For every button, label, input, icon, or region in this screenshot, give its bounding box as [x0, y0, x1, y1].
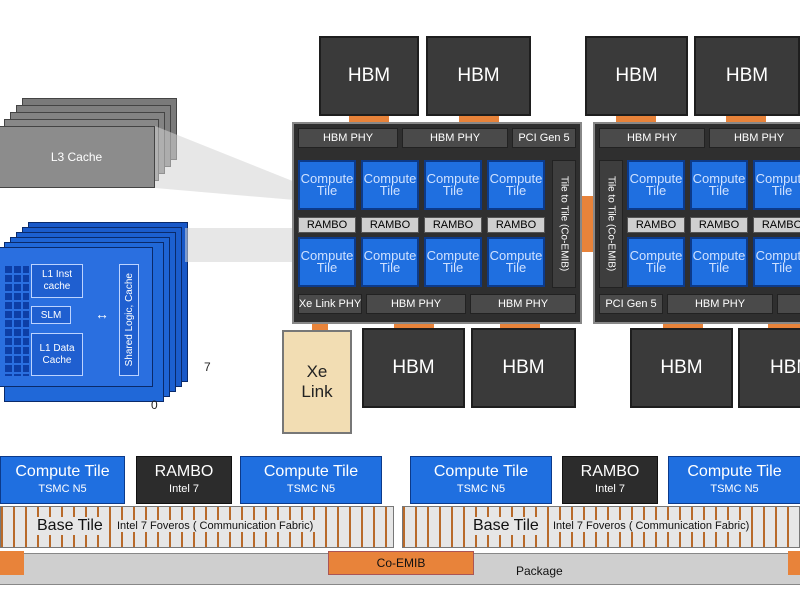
hbm-phy: HBM PHY: [298, 128, 398, 148]
double-arrow-icon: ↔: [95, 306, 109, 322]
hbm-phy: HBM PHY: [470, 294, 576, 314]
l3-cache-block: L3 Cache: [0, 126, 155, 188]
ponte-vecchio-chip: HBM PHY HBM PHY Tile to Tile (Co-EMIB) C…: [593, 122, 800, 324]
l3-cache-label: L3 Cache: [50, 150, 103, 164]
compute-tile: Compute Tile: [690, 160, 748, 210]
hbm-stack: HBM: [426, 36, 531, 116]
compute-tile-section: Compute Tile TSMC N5: [240, 456, 382, 504]
execution-unit-grid: [3, 264, 29, 376]
emib-connector: [312, 324, 328, 332]
co-emib-block: Co-EMIB: [328, 551, 474, 575]
l3-cache-stack: L3 Cache: [0, 98, 180, 194]
rambo-cache: RAMBO: [690, 217, 748, 233]
l1-data-cache: L1 Data Cache: [31, 333, 83, 376]
tile-to-tile-link: Tile to Tile (Co-EMIB): [599, 160, 623, 288]
compute-tile: Compute Tile: [361, 237, 419, 287]
xe-link-phy: Xe Link PHY: [298, 294, 362, 314]
hbm-phy: HBM PHY: [402, 128, 508, 148]
slm-block: SLM: [31, 306, 71, 324]
compute-tile: Compute Tile: [753, 237, 800, 287]
emib-connector: [459, 116, 499, 124]
base-tile: Base Tile Intel 7 Foveros ( Communicatio…: [402, 506, 800, 548]
hbm-phy: [777, 294, 800, 314]
tile-to-tile-link: Tile to Tile (Co-EMIB): [552, 160, 576, 288]
hbm-stack: HBM: [319, 36, 419, 116]
pci-gen5: PCI Gen 5: [599, 294, 663, 314]
rambo-section: RAMBO Intel 7: [136, 456, 232, 504]
pci-gen5: PCI Gen 5: [512, 128, 576, 148]
rambo-cache: RAMBO: [361, 217, 419, 233]
compute-tile: Compute Tile: [753, 160, 800, 210]
package-label: Package: [516, 564, 563, 578]
hbm-phy: HBM PHY: [709, 128, 800, 148]
ponte-vecchio-chip: HBM PHY HBM PHY PCI Gen 5 Compute Tile C…: [292, 122, 582, 324]
compute-tile: Compute Tile: [424, 160, 482, 210]
hbm-stack: HBM: [630, 328, 733, 408]
compute-tile: Compute Tile: [298, 237, 356, 287]
base-tile-label: Base Tile: [37, 517, 103, 534]
hbm-stack: HBM: [694, 36, 800, 116]
stack-index-first: 0: [151, 398, 158, 412]
compute-tile: Compute Tile: [690, 237, 748, 287]
hbm-phy: HBM PHY: [599, 128, 705, 148]
compute-tile: Compute Tile: [487, 160, 545, 210]
compute-tile-section: Compute Tile TSMC N5: [0, 456, 125, 504]
rambo-cache: RAMBO: [298, 217, 356, 233]
hbm-stack: HBM: [585, 36, 688, 116]
xe-link-tile: Xe Link: [282, 330, 352, 434]
hbm-stack: HBM: [471, 328, 576, 408]
compute-tile: Compute Tile: [424, 237, 482, 287]
xe-core-front: L1 Inst cache SLM ↔ L1 Data Cache Shared…: [0, 247, 153, 387]
xe-core-stack: L1 Inst cache SLM ↔ L1 Data Cache Shared…: [0, 222, 211, 422]
compute-tile-section: Compute Tile TSMC N5: [668, 456, 800, 504]
hbm-stack: HBM: [362, 328, 465, 408]
shared-logic-cache: Shared Logic, Cache: [119, 264, 139, 376]
compute-tile: Compute Tile: [627, 237, 685, 287]
rambo-cache: RAMBO: [753, 217, 800, 233]
base-tile: Base Tile Intel 7 Foveros ( Communicatio…: [0, 506, 394, 548]
compute-tile: Compute Tile: [298, 160, 356, 210]
rambo-cache: RAMBO: [487, 217, 545, 233]
rambo-cache: RAMBO: [627, 217, 685, 233]
compute-tile: Compute Tile: [627, 160, 685, 210]
compute-tile: Compute Tile: [487, 237, 545, 287]
emib-edge-right: [788, 551, 800, 575]
package-cross-section: Co-EMIB Package Base Tile Intel 7 Fovero…: [0, 448, 800, 600]
base-tile-desc: Intel 7 Foveros ( Communication Fabric): [553, 520, 750, 532]
compute-tile: Compute Tile: [361, 160, 419, 210]
emib-edge-left: [0, 551, 24, 575]
emib-connector: [349, 116, 389, 124]
base-tile-desc: Intel 7 Foveros ( Communication Fabric): [117, 520, 314, 532]
hbm-phy: HBM PHY: [667, 294, 773, 314]
emib-connector: [726, 116, 766, 124]
hbm-phy: HBM PHY: [366, 294, 466, 314]
rambo-cache: RAMBO: [424, 217, 482, 233]
rambo-section: RAMBO Intel 7: [562, 456, 658, 504]
stack-index-last: 7: [204, 360, 211, 374]
l1-inst-cache: L1 Inst cache: [31, 264, 83, 298]
co-emib-bridge: [582, 196, 594, 252]
emib-connector: [616, 116, 656, 124]
base-tile-label: Base Tile: [473, 517, 539, 534]
hbm-stack: HBM: [738, 328, 800, 408]
compute-tile-section: Compute Tile TSMC N5: [410, 456, 552, 504]
